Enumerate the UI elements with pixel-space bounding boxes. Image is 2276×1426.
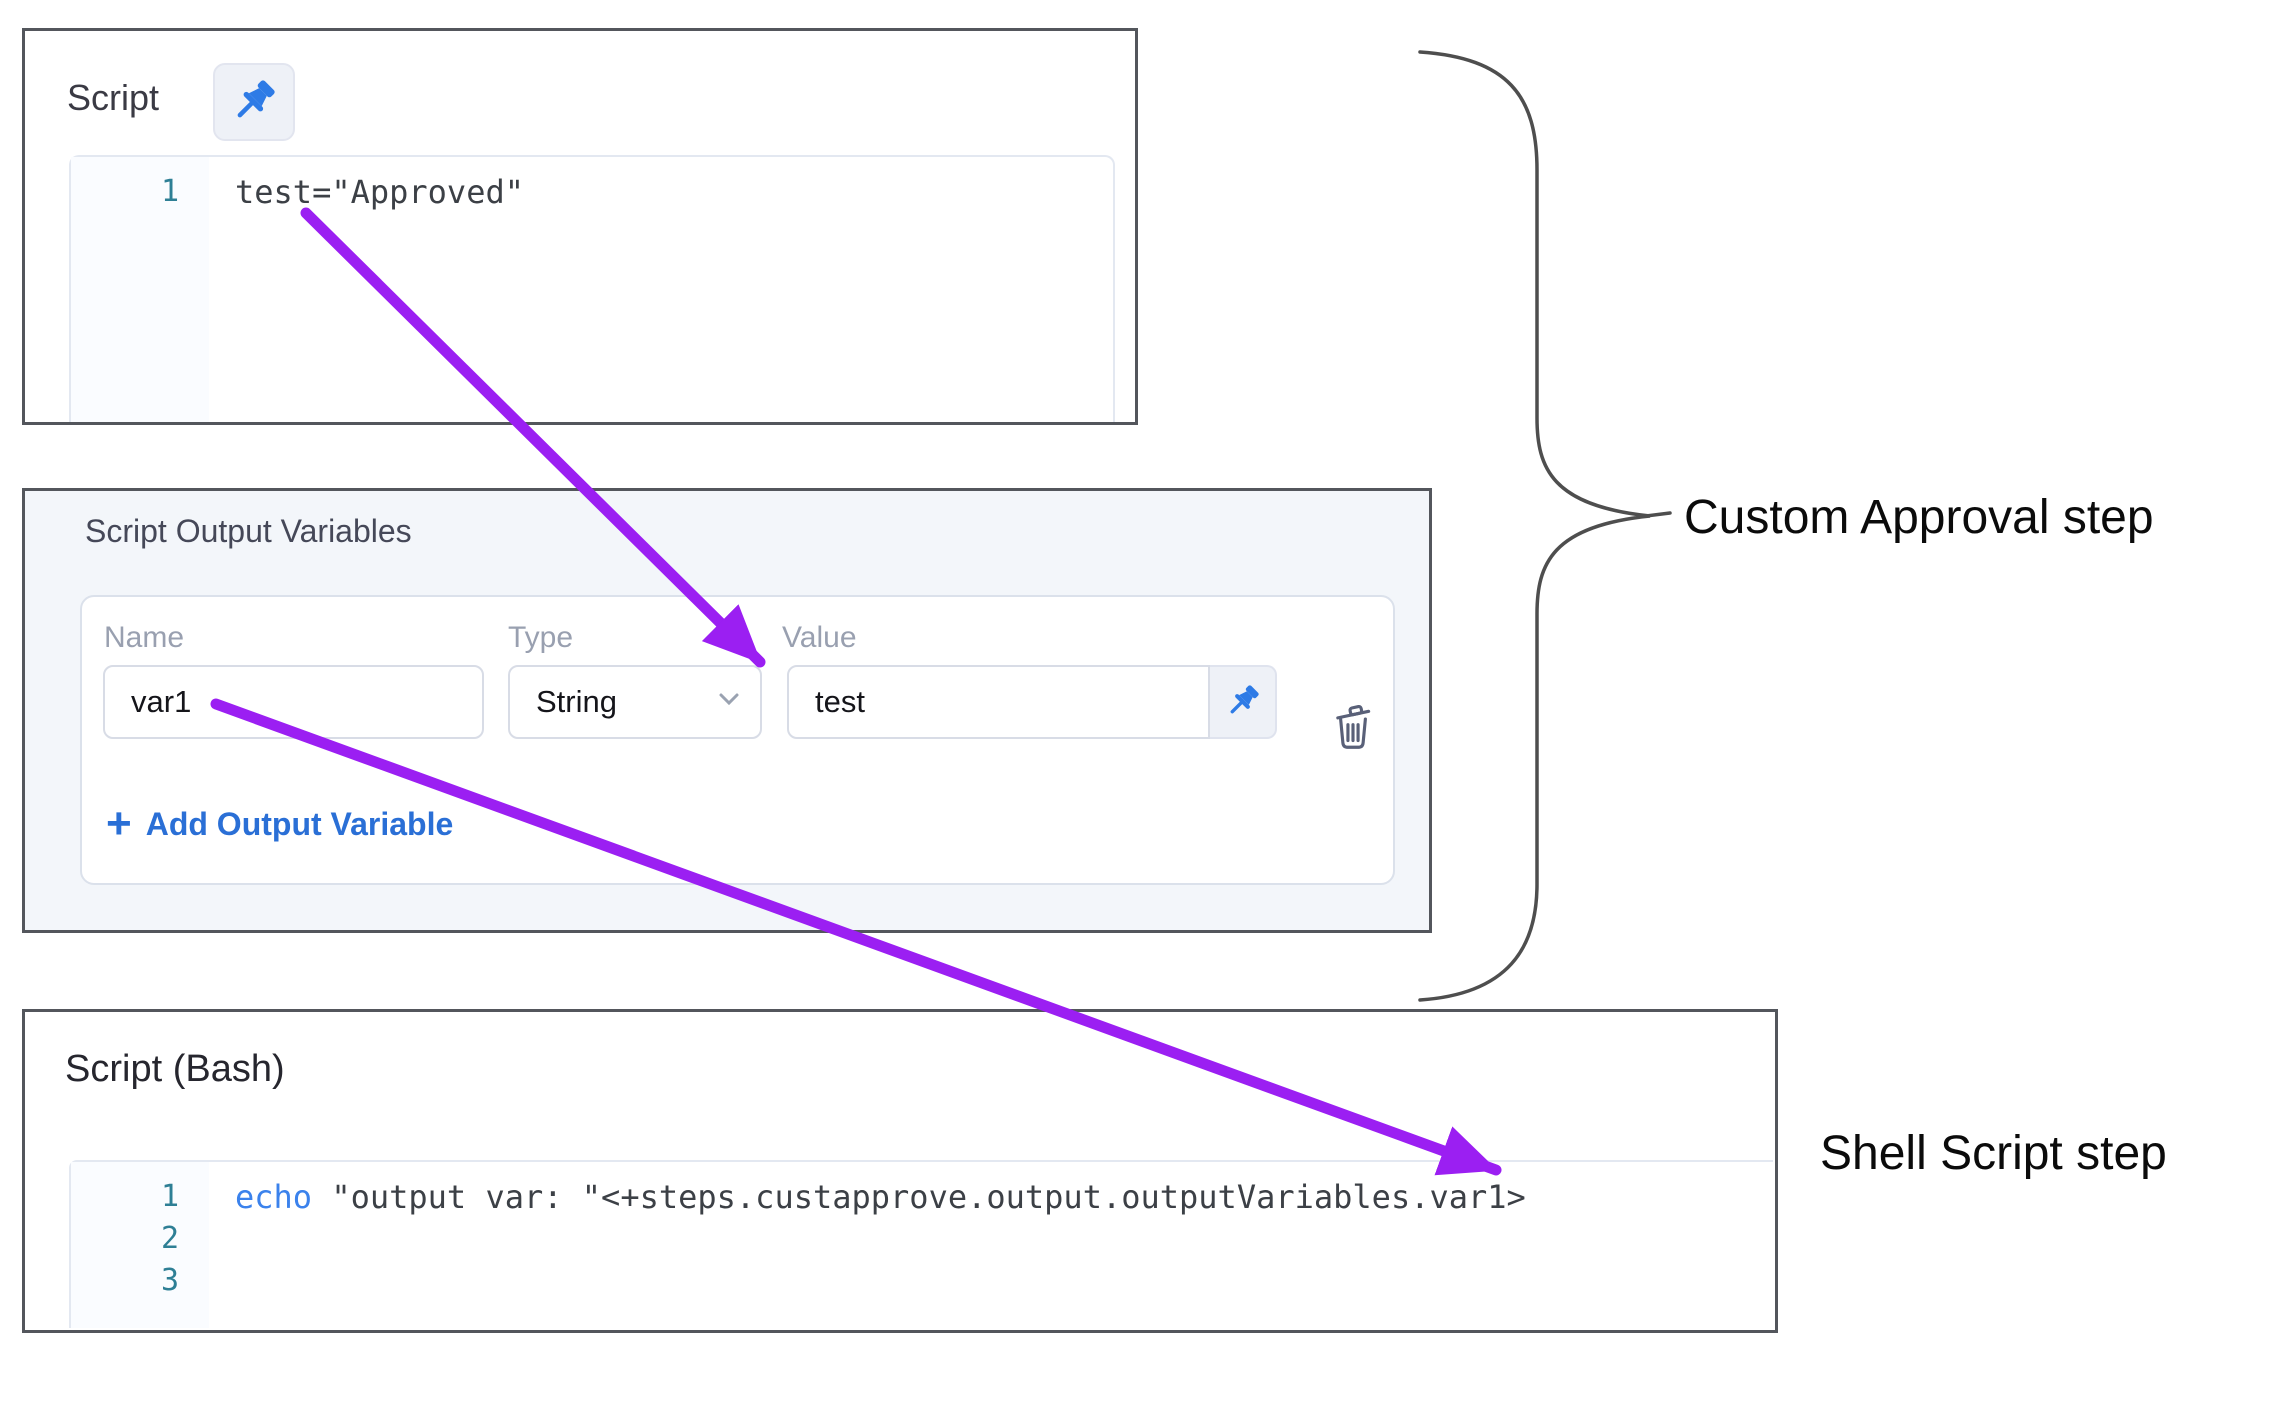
variable-value-group bbox=[787, 665, 1277, 739]
trash-icon bbox=[1326, 704, 1380, 757]
editor-gutter bbox=[71, 157, 209, 422]
line-number: 3 bbox=[160, 1263, 179, 1298]
echo-keyword: echo bbox=[235, 1178, 313, 1216]
variable-value-input[interactable] bbox=[787, 665, 1210, 739]
variables-card: Name Type Value String bbox=[80, 595, 1395, 885]
variable-name-input[interactable] bbox=[103, 665, 484, 739]
bash-script-title: Script (Bash) bbox=[65, 1048, 285, 1090]
curly-brace bbox=[1418, 50, 1651, 1002]
code-line: 3 bbox=[71, 1260, 1773, 1302]
custom-approval-step-label: Custom Approval step bbox=[1684, 491, 2154, 544]
editor-gutter bbox=[71, 1162, 209, 1328]
value-column-label: Value bbox=[782, 621, 857, 654]
line-number: 2 bbox=[160, 1221, 179, 1256]
bash-script-panel: Script (Bash) 1 echo "output var: "<+ste… bbox=[22, 1009, 1778, 1333]
delete-variable-button[interactable] bbox=[1326, 700, 1380, 754]
code-line: 1 test="Approved" bbox=[71, 171, 1113, 213]
code-rest: "output var: "<+steps.custapprove.output… bbox=[312, 1178, 1526, 1216]
output-variables-panel: Script Output Variables Name Type Value … bbox=[22, 488, 1432, 933]
code-text: echo "output var: "<+steps.custapprove.o… bbox=[235, 1176, 1526, 1218]
value-pin-button[interactable] bbox=[1210, 665, 1277, 739]
name-column-label: Name bbox=[104, 621, 185, 654]
pushpin-icon bbox=[225, 72, 283, 133]
brace-tip-tick bbox=[1644, 511, 1672, 518]
bash-code-editor[interactable]: 1 echo "output var: "<+steps.custapprove… bbox=[69, 1160, 1773, 1328]
shell-script-step-label: Shell Script step bbox=[1820, 1127, 2167, 1180]
script-code-editor[interactable]: 1 test="Approved" bbox=[69, 155, 1115, 422]
plus-icon: + bbox=[106, 799, 132, 848]
script-panel: Script 1 test="Approved" bbox=[22, 28, 1138, 425]
line-number: 1 bbox=[160, 1179, 179, 1214]
output-variables-title: Script Output Variables bbox=[85, 513, 412, 549]
chevron-down-icon bbox=[718, 692, 740, 712]
pin-button[interactable] bbox=[213, 63, 295, 141]
variable-type-select[interactable]: String bbox=[508, 665, 762, 739]
add-output-variable-button[interactable]: + Add Output Variable bbox=[100, 801, 459, 847]
code-line: 1 echo "output var: "<+steps.custapprove… bbox=[71, 1176, 1773, 1218]
type-column-label: Type bbox=[508, 621, 574, 654]
add-output-variable-label: Add Output Variable bbox=[145, 805, 454, 842]
pushpin-icon bbox=[1221, 679, 1265, 726]
line-number: 1 bbox=[160, 174, 179, 209]
code-line: 2 bbox=[71, 1218, 1773, 1260]
script-panel-title: Script bbox=[67, 77, 160, 118]
selected-type: String bbox=[536, 684, 617, 719]
code-text: test="Approved" bbox=[235, 173, 524, 211]
